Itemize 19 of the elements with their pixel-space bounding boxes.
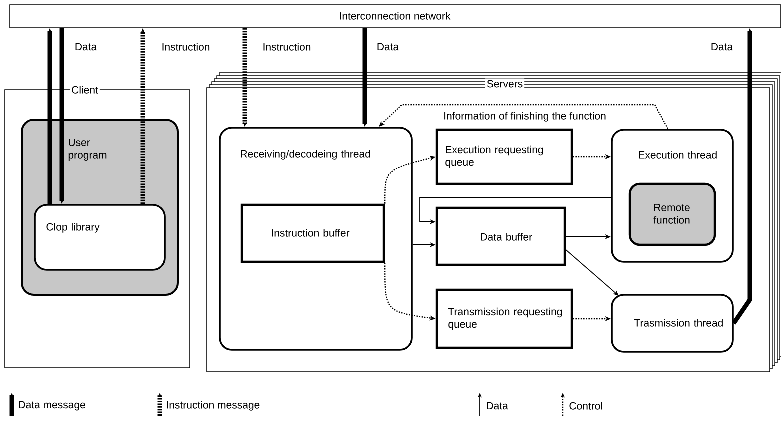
function-box: Remote function [628, 182, 716, 246]
edge-label: Instruction [160, 42, 212, 52]
network-bar: Interconnection network [10, 4, 781, 28]
legend-text: Instruction message [167, 401, 260, 411]
edge-label: Data [376, 42, 400, 52]
legend-text: Data message [19, 401, 86, 411]
queue-box: Execution requesting queue [436, 128, 574, 186]
edge-label: Instruction [262, 42, 312, 52]
thread-box: Trasmission thread [611, 294, 734, 353]
buffer-box: Instruction buffer [240, 204, 386, 264]
library-box: Clop library [34, 204, 166, 271]
legend-text: Data [487, 402, 508, 410]
edge-label: Data [74, 42, 98, 52]
legend-text: Control [570, 402, 602, 410]
edge-label: Information of finishing the function [442, 111, 608, 123]
edge-label: Data [710, 42, 734, 52]
queue-box: Transmission requesting queue [436, 288, 574, 350]
buffer-box: Data buffer [436, 206, 566, 266]
node-label: Servers [487, 80, 523, 88]
